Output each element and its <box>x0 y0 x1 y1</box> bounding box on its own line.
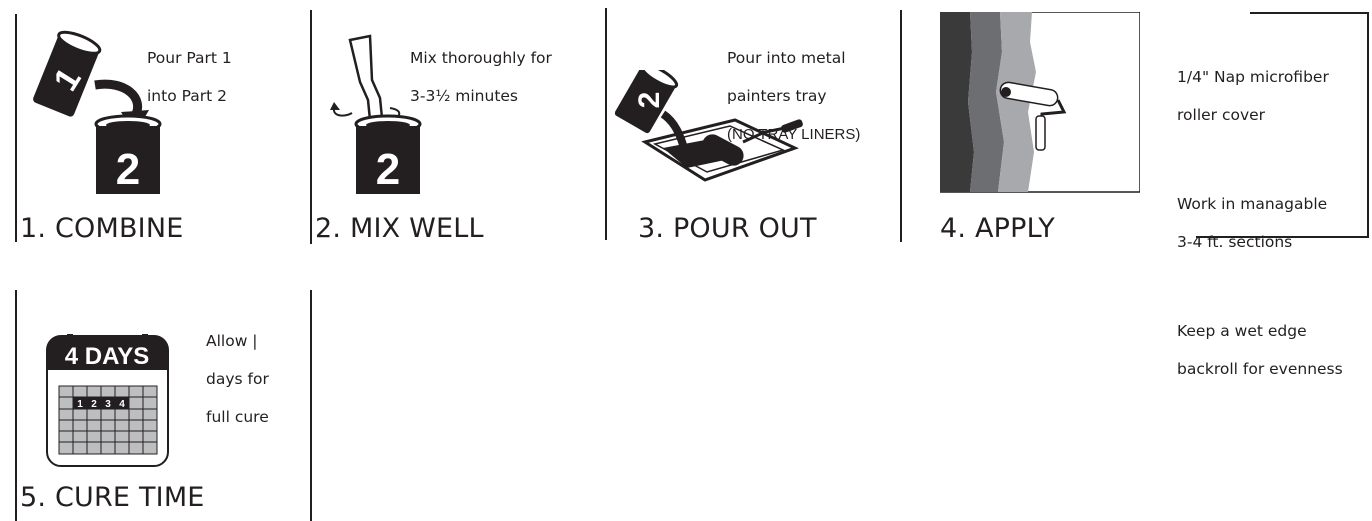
svg-text:2: 2 <box>116 145 140 194</box>
apply-tip: 1/4" Nap microfiber roller cover <box>1177 49 1343 144</box>
calendar-day: 2 <box>91 399 97 410</box>
apply-tips: 1/4" Nap microfiber roller cover Work in… <box>1177 30 1343 417</box>
divider-left-step5 <box>15 290 17 521</box>
calendar-header-label: 4 DAYS <box>65 343 150 370</box>
divider-left-step3 <box>605 8 607 240</box>
mix-note-line: 3-3½ minutes <box>410 87 552 106</box>
cure-note-line: days for <box>206 370 269 389</box>
step-title-cure-time: 5. CURE TIME <box>20 482 205 513</box>
combine-note: Pour Part 1 into Part 2 <box>147 30 232 125</box>
pour-note-line: Pour into metal <box>727 49 860 68</box>
divider-left-step2 <box>310 10 312 244</box>
apply-tip: Keep a wet edge backroll for evenness <box>1177 303 1343 398</box>
pour-note: Pour into metal painters tray (NO TRAY L… <box>727 30 860 163</box>
step-title-combine: 1. COMBINE <box>20 213 184 244</box>
step-title-mix-well: 2. MIX WELL <box>315 213 484 244</box>
divider-right-step5 <box>310 290 312 521</box>
pour-note-subtext: (NO TRAY LINERS) <box>727 125 860 144</box>
apply-illustration <box>940 12 1140 194</box>
svg-text:2: 2 <box>376 145 400 194</box>
combine-note-line: Pour Part 1 <box>147 49 232 68</box>
tips-box-frame-right <box>1367 12 1369 237</box>
apply-tip-line: roller cover <box>1177 106 1343 125</box>
calendar-illustration: 4 DAYS 1 2 3 4 <box>45 334 170 468</box>
cure-note: Allow | days for full cure <box>206 313 269 446</box>
step-title-apply: 4. APPLY <box>940 213 1055 244</box>
apply-tip-line: Keep a wet edge <box>1177 322 1343 341</box>
mix-note: Mix thoroughly for 3-3½ minutes <box>410 30 552 125</box>
mix-note-line: Mix thoroughly for <box>410 49 552 68</box>
divider-left-step4 <box>900 10 902 242</box>
calendar-day: 4 <box>119 399 125 410</box>
tips-box-frame <box>1250 12 1368 14</box>
cure-note-line: full cure <box>206 408 269 427</box>
apply-tip-line: 3-4 ft. sections <box>1177 233 1343 252</box>
calendar-day: 3 <box>105 399 111 410</box>
step-title-pour-out: 3. POUR OUT <box>638 213 817 244</box>
svg-text:2: 2 <box>633 92 666 109</box>
calendar-day: 1 <box>77 399 83 410</box>
apply-tip: Work in managable 3-4 ft. sections <box>1177 176 1343 271</box>
can-part2-icon: 2 <box>96 116 160 194</box>
combine-note-line: into Part 2 <box>147 87 232 106</box>
can-part1-icon: 1 <box>32 28 104 118</box>
apply-tip-line: Work in managable <box>1177 195 1343 214</box>
apply-tip-line: backroll for evenness <box>1177 360 1343 379</box>
cure-note-line: Allow | <box>206 332 269 351</box>
can-mixed-icon: 2 <box>356 116 420 194</box>
divider-left-step1 <box>15 14 17 242</box>
apply-tip-line: 1/4" Nap microfiber <box>1177 68 1343 87</box>
pour-note-line: painters tray <box>727 87 860 106</box>
